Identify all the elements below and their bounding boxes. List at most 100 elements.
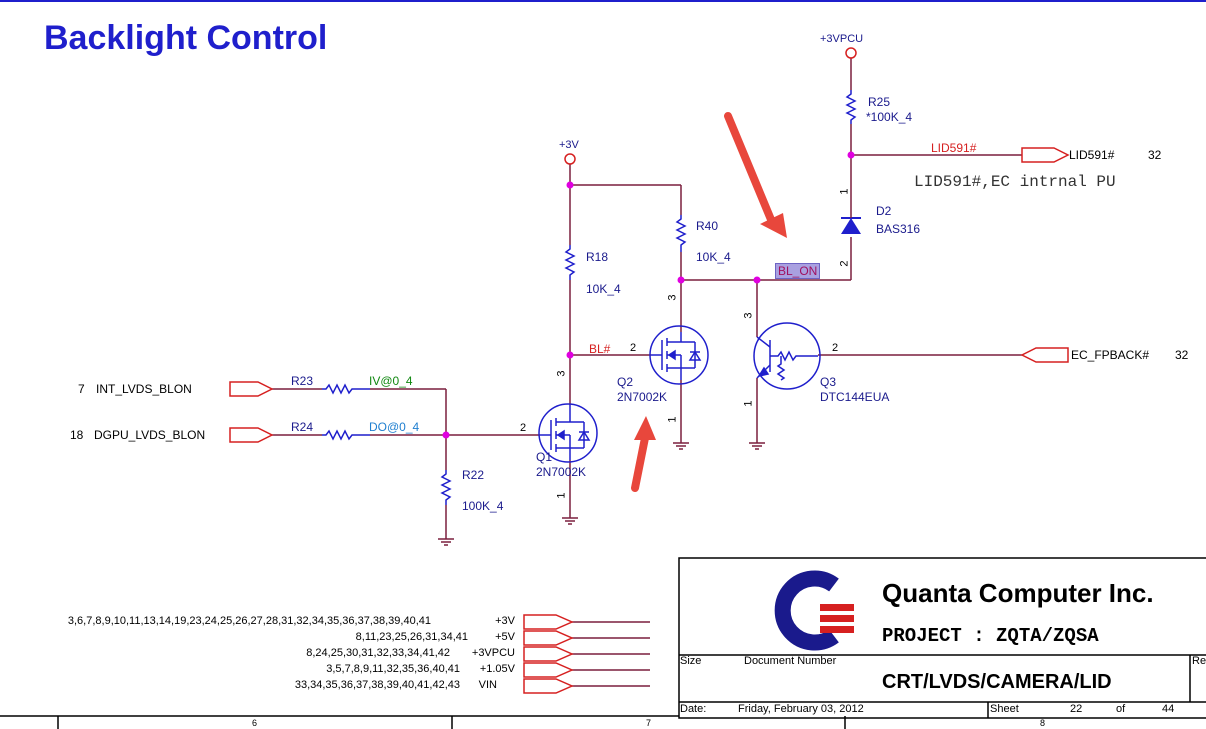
- r23-ref: R23: [291, 374, 314, 388]
- port-int-lvds-blon: [229, 381, 274, 397]
- power-pages-0: 3,6,7,8,9,10,11,13,14,19,23,24,25,26,27,…: [67, 615, 431, 627]
- d2-value: BAS316: [876, 222, 921, 236]
- of-label: of: [1116, 703, 1126, 715]
- r22-value: 100K_4: [462, 499, 504, 513]
- power-pages-1: 8,11,23,25,26,31,34,41: [355, 631, 468, 643]
- port-label-dgpu-lvds: DGPU_LVDS_BLON: [94, 428, 206, 442]
- resistor-r40-symbol: [675, 215, 687, 252]
- p3vpcu-symbol: [845, 47, 857, 59]
- diode-d2-symbol: [841, 198, 861, 234]
- q2-value: 2N7002K: [617, 390, 668, 404]
- q3-pin-2: 2: [832, 342, 839, 354]
- resistor-r24-symbol: [322, 429, 370, 441]
- rail-label-3v: +3V: [559, 139, 579, 151]
- port-dgpu-lvds-blon: [229, 427, 274, 443]
- port-rail-5v: [523, 630, 574, 646]
- q1-pin-2: 2: [520, 422, 527, 434]
- r40-value: 10K_4: [696, 250, 731, 264]
- port-label-lid591: LID591#: [1069, 148, 1115, 162]
- net-bl-hash: BL#: [589, 342, 611, 356]
- power-rail-1: +5V: [495, 631, 515, 643]
- r40-ref: R40: [696, 219, 719, 233]
- border-number-6: 6: [252, 718, 258, 728]
- p3v-symbol: [564, 153, 576, 165]
- resistor-r18-symbol: [564, 245, 576, 280]
- q2-pin-2: 2: [630, 342, 637, 354]
- rail-label-3vpcu: +3VPCU: [820, 33, 864, 45]
- net-lid591: LID591#: [931, 141, 977, 155]
- border-number-8: 8: [1040, 718, 1046, 728]
- resistor-r25-symbol: [845, 90, 857, 124]
- border-number-7: 7: [646, 718, 652, 728]
- rev-label: Re: [1192, 655, 1206, 667]
- port-rail-3v: [523, 614, 574, 630]
- power-rail-4: VIN: [478, 679, 497, 691]
- bottom-border: [0, 715, 846, 729]
- size-label: Size: [680, 655, 702, 667]
- transistor-q3-symbol: [753, 322, 821, 390]
- port-rail-1v05: [523, 662, 574, 678]
- quanta-logo: [774, 570, 854, 651]
- ground-symbol-r22: [437, 532, 455, 546]
- port-page-int-lvds: 7: [78, 382, 85, 396]
- port-ec-fpback: [1020, 347, 1069, 363]
- company-name: Quanta Computer Inc.: [882, 578, 1154, 608]
- annotation-arrows: [631, 112, 787, 492]
- page-title: Backlight Control: [44, 19, 328, 57]
- r25-ref: R25: [868, 95, 891, 109]
- power-pages-3: 3,5,7,8,9,11,32,35,36,40,41: [326, 663, 460, 675]
- d2-pin-1: 1: [838, 188, 851, 195]
- mosfet-q1-symbol: [538, 403, 598, 463]
- r24-ref: R24: [291, 420, 314, 434]
- q1-value: 2N7002K: [536, 465, 587, 479]
- mosfet-q2-symbol: [649, 325, 709, 385]
- power-pages-4: 33,34,35,36,37,38,39,40,41,42,43: [294, 679, 460, 691]
- sheet-total: 44: [1162, 703, 1175, 715]
- r22-ref: R22: [462, 468, 485, 482]
- sheet-label: Sheet: [990, 703, 1019, 715]
- docnum-label: Document Number: [744, 655, 837, 667]
- wires: [272, 58, 1022, 687]
- port-rail-vin: [523, 678, 574, 694]
- net-bl-on: BL_ON: [775, 263, 821, 279]
- date-value: Friday, February 03, 2012: [738, 703, 864, 715]
- q1-pin-1: 1: [555, 492, 568, 499]
- q1-pin-3: 3: [555, 370, 568, 377]
- q3-ref: Q3: [820, 375, 837, 389]
- r23-option: IV@0_4: [369, 374, 413, 388]
- port-label-ec-fpback: EC_FPBACK#: [1071, 348, 1150, 362]
- doc-name: CRT/LVDS/CAMERA/LID: [882, 671, 1112, 693]
- q2-pin-1: 1: [666, 416, 679, 423]
- q3-pin-3: 3: [742, 312, 755, 319]
- power-rail-0: +3V: [495, 615, 515, 627]
- port-page-ec-fpback: 32: [1175, 348, 1189, 362]
- r25-value: *100K_4: [866, 110, 913, 124]
- q2-pin-3: 3: [666, 294, 679, 301]
- q2-ref: Q2: [617, 375, 634, 389]
- ground-symbol-q1: [561, 511, 579, 525]
- power-pages-2: 8,24,25,30,31,32,33,34,41,42: [306, 647, 450, 659]
- date-label: Date:: [680, 703, 707, 715]
- sheet-number: 22: [1070, 703, 1083, 715]
- q1-ref: Q1: [536, 450, 553, 464]
- ground-symbol-q3: [748, 436, 766, 450]
- power-rail-3: +1.05V: [479, 663, 515, 675]
- r18-value: 10K_4: [586, 282, 621, 296]
- port-label-int-lvds: INT_LVDS_BLON: [96, 382, 192, 396]
- q3-pin-1: 1: [742, 400, 755, 407]
- port-page-lid591: 32: [1148, 148, 1162, 162]
- port-page-dgpu-lvds: 18: [70, 428, 84, 442]
- q3-value: DTC144EUA: [820, 390, 890, 404]
- r24-option: DO@0_4: [369, 420, 420, 434]
- r18-ref: R18: [586, 250, 609, 264]
- resistor-r22-symbol: [440, 470, 452, 505]
- d2-pin-2: 2: [838, 260, 851, 267]
- ground-symbol-q2: [672, 436, 690, 450]
- power-rail-2: +3VPCU: [471, 647, 515, 659]
- port-rail-3vpcu: [523, 646, 574, 662]
- project-name: PROJECT : ZQTA/ZQSA: [882, 625, 1099, 647]
- resistor-r23-symbol: [322, 383, 370, 395]
- title-block: [678, 557, 1206, 719]
- d2-ref: D2: [876, 204, 892, 218]
